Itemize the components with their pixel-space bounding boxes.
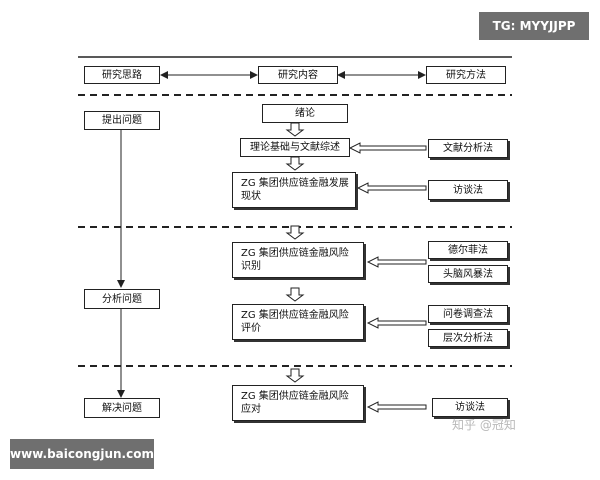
- down-arrow-5: [285, 368, 305, 383]
- down-arrow-2: [285, 156, 305, 171]
- header-research-method: 研究方法: [426, 66, 506, 84]
- risk-identify-box: ZG 集团供应链金融风险 识别: [232, 242, 364, 278]
- watermark-text: 知乎 @冠知: [452, 418, 516, 432]
- risk-response-box: ZG 集团供应链金融风险 应对: [232, 385, 364, 421]
- top-right-badge: TG: MYYJJPP: [479, 12, 589, 40]
- intro-box: 绪论: [262, 104, 348, 123]
- raise-problem-box: 提出问题: [84, 111, 160, 130]
- left-arrow-interview1: [356, 182, 427, 194]
- header-research-content: 研究内容: [258, 66, 338, 84]
- down-arrow-1: [285, 122, 305, 137]
- theory-box: 理论基础与文献综述: [240, 138, 350, 157]
- down-arrow-4: [285, 287, 305, 302]
- header-research-idea: 研究思路: [84, 66, 160, 84]
- interview-method-box-2: 访谈法: [432, 398, 508, 417]
- risk-evaluate-box: ZG 集团供应链金融风险 评价: [232, 304, 364, 340]
- ahp-method-box: 层次分析法: [428, 329, 508, 347]
- questionnaire-method-box: 问卷调查法: [428, 305, 508, 323]
- delphi-method-box: 德尔菲法: [428, 241, 508, 259]
- solve-problem-box: 解决问题: [84, 398, 160, 418]
- literature-method-box: 文献分析法: [428, 139, 508, 158]
- brainstorm-method-box: 头脑风暴法: [428, 265, 508, 283]
- down-arrow-3: [285, 225, 305, 240]
- interview-method-box-1: 访谈法: [428, 180, 508, 200]
- left-arrow-risk-identify: [366, 256, 427, 268]
- left-arrow-risk-evaluate: [366, 317, 427, 329]
- status-box: ZG 集团供应链金融发展 现状: [232, 172, 356, 208]
- left-arrow-interview2: [366, 401, 427, 413]
- bottom-left-badge: www.baicongjun.com: [10, 439, 154, 469]
- left-arrow-literature: [348, 142, 427, 154]
- analyze-problem-box: 分析问题: [84, 289, 160, 309]
